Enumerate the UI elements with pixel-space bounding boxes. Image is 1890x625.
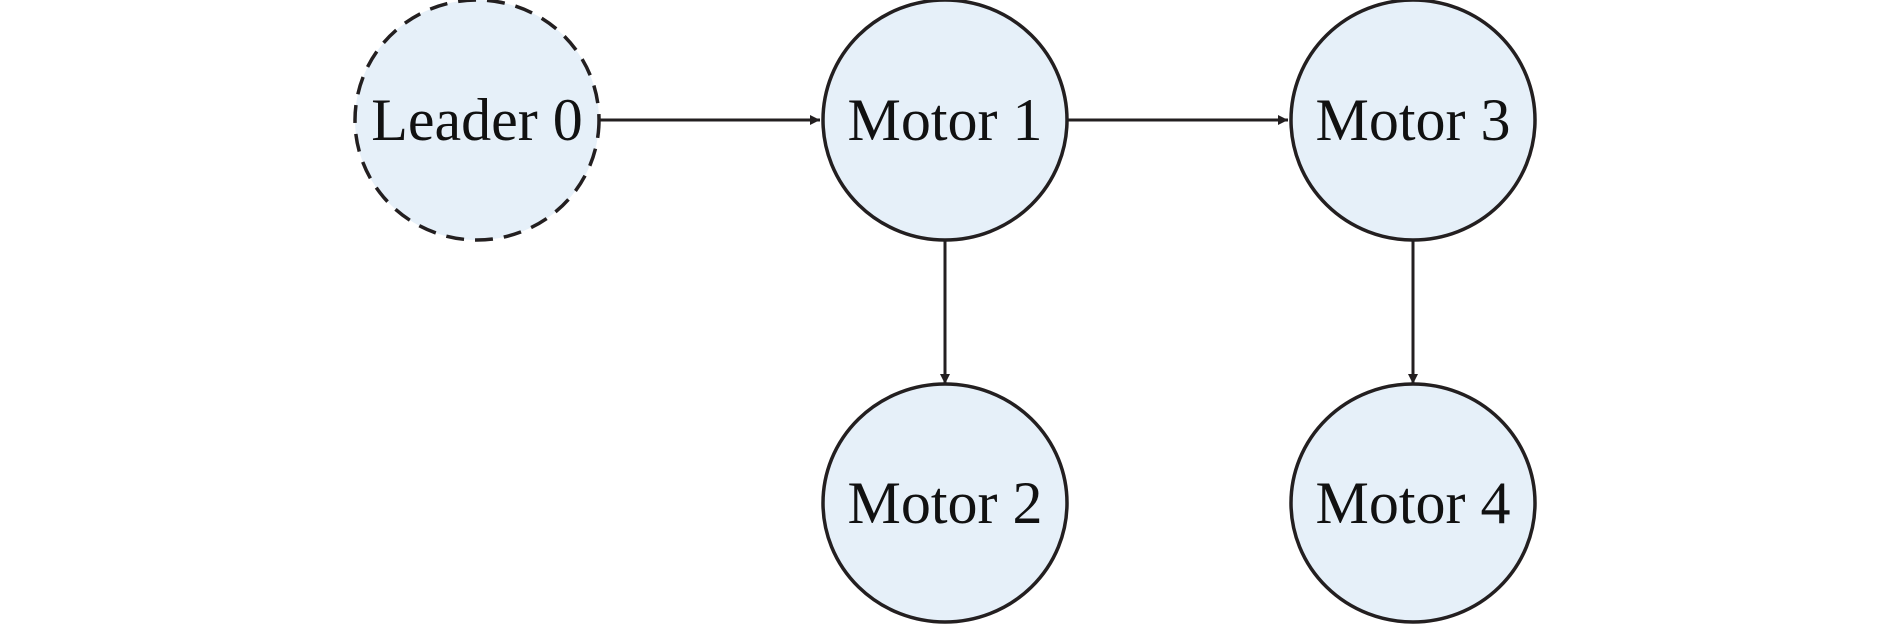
node-motor-4: Motor 4 [1289,382,1537,624]
node-motor-4-label: Motor 4 [1316,470,1511,536]
node-motor-3-label: Motor 3 [1316,87,1511,153]
node-motor-3: Motor 3 [1289,0,1537,242]
node-leader-0: Leader 0 [353,0,601,242]
node-motor-1-label: Motor 1 [848,87,1043,153]
edges-group [600,115,1418,384]
node-leader-0-circle [353,0,601,242]
node-motor-2-label: Motor 2 [848,470,1043,536]
node-motor-2-circle [821,382,1069,624]
node-motor-4-circle [1289,382,1537,624]
node-motor-1: Motor 1 [821,0,1069,242]
node-leader-0-label: Leader 0 [371,87,583,153]
node-motor-3-circle [1289,0,1537,242]
node-motor-1-circle [821,0,1069,242]
node-motor-2: Motor 2 [821,382,1069,624]
